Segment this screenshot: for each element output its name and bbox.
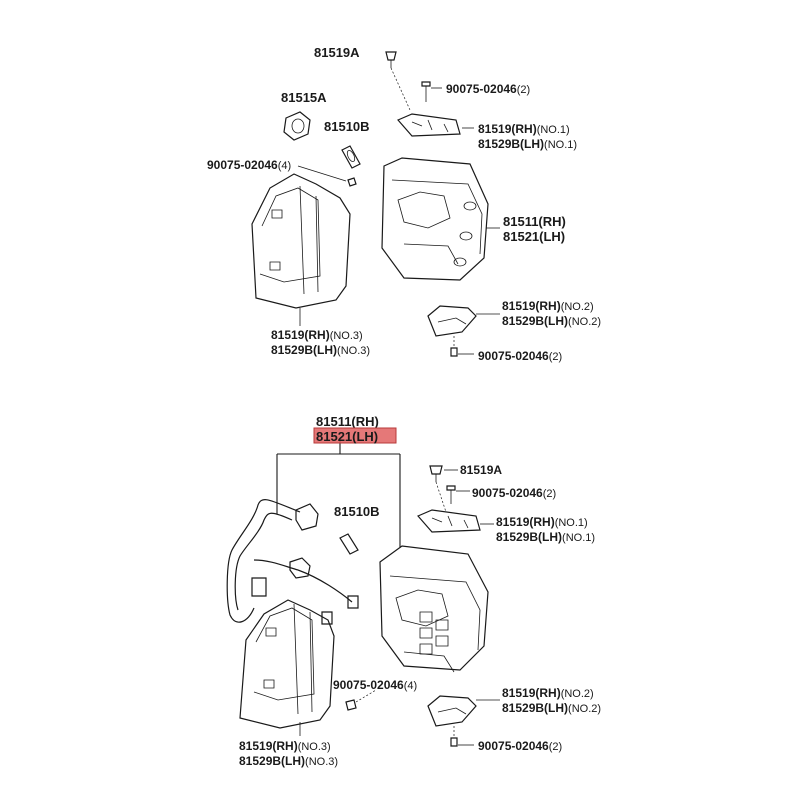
lower-callout-1: 90075-02046(2)	[472, 486, 556, 500]
lower-clip-81519a	[429, 465, 443, 482]
lower-assembly-lh: 81521(LH)	[316, 429, 378, 444]
lower-bracket-no1	[417, 509, 481, 533]
lower-callout-10: 81529B(LH)(NO.3)	[239, 754, 338, 768]
upper-callout-4: 81519(RH)(NO.1)	[478, 122, 570, 136]
lower-callout-2: 81510B	[334, 504, 380, 519]
lower-bracket-no2	[427, 695, 477, 727]
upper-bulb-81510b	[341, 145, 361, 169]
upper-leader-screw-4	[297, 165, 347, 182]
lower-exploded-view	[226, 440, 500, 747]
lower-callout-6: 81519(RH)(NO.2)	[502, 686, 594, 700]
lower-screw-top	[446, 485, 456, 504]
upper-callout-6: 90075-02046(4)	[207, 158, 291, 172]
upper-leader-clip	[390, 67, 411, 111]
lower-callout-5: 90075-02046(4)	[333, 678, 417, 692]
lower-bracket-no3	[239, 599, 335, 729]
lower-callout-7: 81529B(LH)(NO.2)	[502, 701, 601, 715]
lower-labels: 81511(RH) 81521(LH) 81519A 90075-02046(2…	[239, 414, 601, 768]
upper-socket-81515a	[283, 111, 311, 141]
upper-callout-3: 81510B	[324, 119, 370, 134]
lower-callout-3: 81519(RH)(NO.1)	[496, 515, 588, 529]
upper-screw-top	[421, 81, 431, 102]
upper-callout-11: 81519(RH)(NO.3)	[271, 328, 363, 342]
upper-callout-12: 81529B(LH)(NO.3)	[271, 343, 370, 357]
upper-clip-81519a	[385, 51, 397, 68]
upper-callout-1: 90075-02046(2)	[446, 82, 530, 96]
lower-callout-9: 81519(RH)(NO.3)	[239, 739, 331, 753]
upper-bracket-no1	[397, 113, 461, 137]
lower-leader-clip-dash	[435, 481, 447, 513]
upper-callout-2: 81515A	[281, 90, 327, 105]
upper-lamp-housing	[381, 157, 489, 281]
upper-callout-10: 81529B(LH)(NO.2)	[502, 314, 601, 328]
lower-screw-4	[345, 699, 357, 711]
lower-assembly-rh: 81511(RH)	[316, 414, 379, 429]
upper-callout-7: 81511(RH)	[503, 214, 566, 229]
upper-callout-13: 90075-02046(2)	[478, 349, 562, 363]
upper-labels: 81519A 90075-02046(2) 81515A 81510B 8151…	[207, 45, 601, 363]
lower-callout-8: 90075-02046(2)	[478, 739, 562, 753]
lower-lamp-housing	[379, 545, 489, 673]
upper-callout-8: 81521(LH)	[503, 229, 565, 244]
lower-bulb-81510b	[339, 533, 359, 555]
upper-bracket-no2	[427, 305, 477, 337]
lower-callout-4: 81529B(LH)(NO.1)	[496, 530, 595, 544]
assembly-highlight	[313, 427, 397, 444]
upper-callout-9: 81519(RH)(NO.2)	[502, 299, 594, 313]
upper-screw-bottom	[450, 336, 458, 357]
lower-wiring-harness	[226, 499, 359, 625]
lower-callout-0: 81519A	[460, 463, 502, 477]
upper-callout-0: 81519A	[314, 45, 360, 60]
upper-callout-5: 81529B(LH)(NO.1)	[478, 137, 577, 151]
upper-bracket-no3	[251, 173, 351, 309]
lower-screw-bottom	[450, 726, 458, 747]
lower-assembly-bracket	[276, 440, 401, 548]
upper-screw-4	[347, 177, 357, 187]
upper-exploded-view	[251, 51, 500, 357]
